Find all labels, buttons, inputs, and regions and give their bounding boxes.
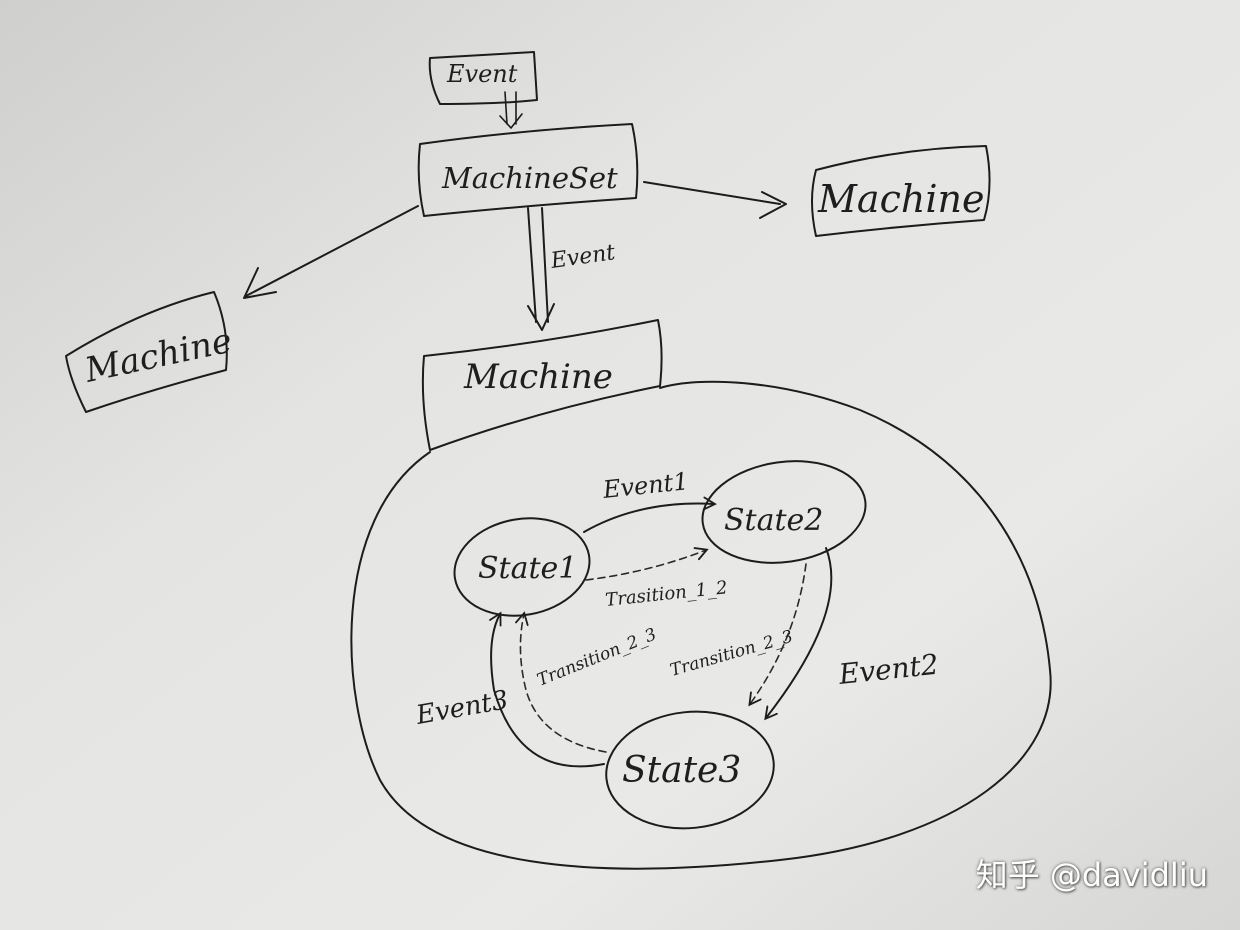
machine-set-box (417, 123, 639, 217)
state3-label: State3 (622, 750, 741, 791)
event3-arrow (489, 611, 605, 768)
state3-node (605, 710, 775, 830)
machine-set-label: MachineSet (441, 161, 618, 195)
arrow-to-machine-right (643, 181, 787, 219)
state1-node (453, 517, 591, 617)
top-event-box (428, 51, 538, 105)
top-event-arrow (499, 91, 523, 129)
arrow-to-machine-left (243, 205, 419, 299)
machine-container-loop (350, 380, 1052, 870)
top-event-label: Event (446, 60, 518, 88)
machine-center-label: Machine (463, 357, 613, 397)
event1-arrow (583, 496, 717, 533)
state2-node (701, 460, 867, 564)
machine-left-box (65, 291, 228, 413)
zhihu-watermark: 知乎 @davidliu (975, 856, 1208, 894)
transition-1-2-arrow (585, 547, 709, 581)
state2-label: State2 (724, 503, 823, 538)
state1-label: State1 (478, 551, 577, 586)
arrow-to-machine-center (527, 207, 555, 331)
event2-arrow (764, 547, 833, 721)
machine-right-box (811, 145, 991, 237)
transition-2-3-left-arrow (515, 611, 607, 753)
machine-center-box (421, 319, 663, 451)
transition-2-3-right-arrow (748, 563, 807, 707)
machine-right-label: Machine (817, 177, 984, 221)
